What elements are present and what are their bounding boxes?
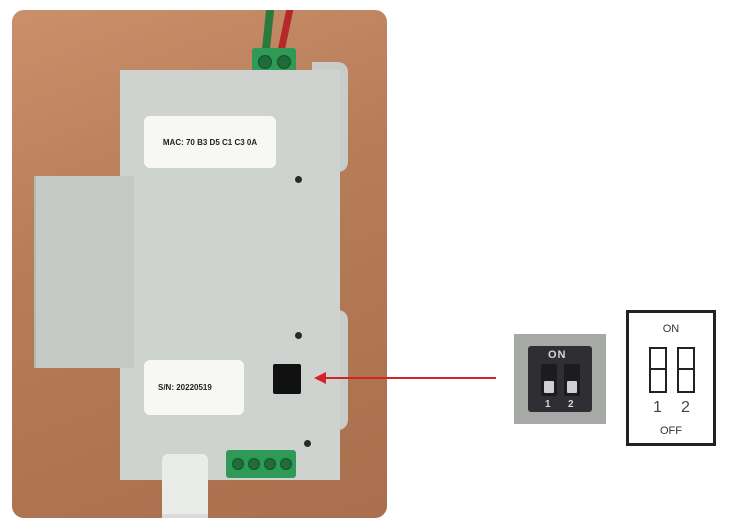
mount-hole <box>304 440 311 447</box>
ethernet-connector <box>162 454 208 518</box>
device-photo: MAC: 70 B3 D5 C1 C3 0A S/N: 20220519 <box>12 10 387 518</box>
screw-icon <box>277 55 291 69</box>
diagram-switch-1 <box>649 347 667 393</box>
top-terminal-block <box>252 48 296 74</box>
mac-address-label: MAC: 70 B3 D5 C1 C3 0A <box>144 116 276 168</box>
screw-icon <box>232 458 244 470</box>
dip-number-2: 2 <box>568 399 574 410</box>
dip-number-1: 1 <box>545 399 551 410</box>
housing-side-panel <box>34 176 134 368</box>
diagram-off-label: OFF <box>660 425 682 437</box>
mount-hole <box>295 332 302 339</box>
mount-hole <box>295 176 302 183</box>
diagram-switch-2 <box>677 347 695 393</box>
screw-icon <box>264 458 276 470</box>
screw-icon <box>258 55 272 69</box>
bottom-terminal-block <box>226 450 296 478</box>
dip-switch-body: ON 1 2 <box>528 346 592 412</box>
diagram-number-1: 1 <box>653 399 662 416</box>
serial-number-label: S/N: 20220519 <box>144 360 244 415</box>
dip-switch-diagram: ON 1 2 OFF <box>626 310 716 446</box>
dip-knob-1 <box>544 381 554 393</box>
dip-slot-2 <box>564 364 580 396</box>
diagram-number-2: 2 <box>681 399 690 416</box>
diagram-on-label: ON <box>662 323 680 335</box>
dip-switch-location <box>273 364 301 394</box>
pointer-arrow-icon <box>314 372 496 384</box>
dip-switch-photo: ON 1 2 <box>514 334 606 424</box>
dip-knob-2 <box>567 381 577 393</box>
screw-icon <box>280 458 292 470</box>
dip-on-label: ON <box>548 349 567 361</box>
screw-icon <box>248 458 260 470</box>
dip-slot-1 <box>541 364 557 396</box>
